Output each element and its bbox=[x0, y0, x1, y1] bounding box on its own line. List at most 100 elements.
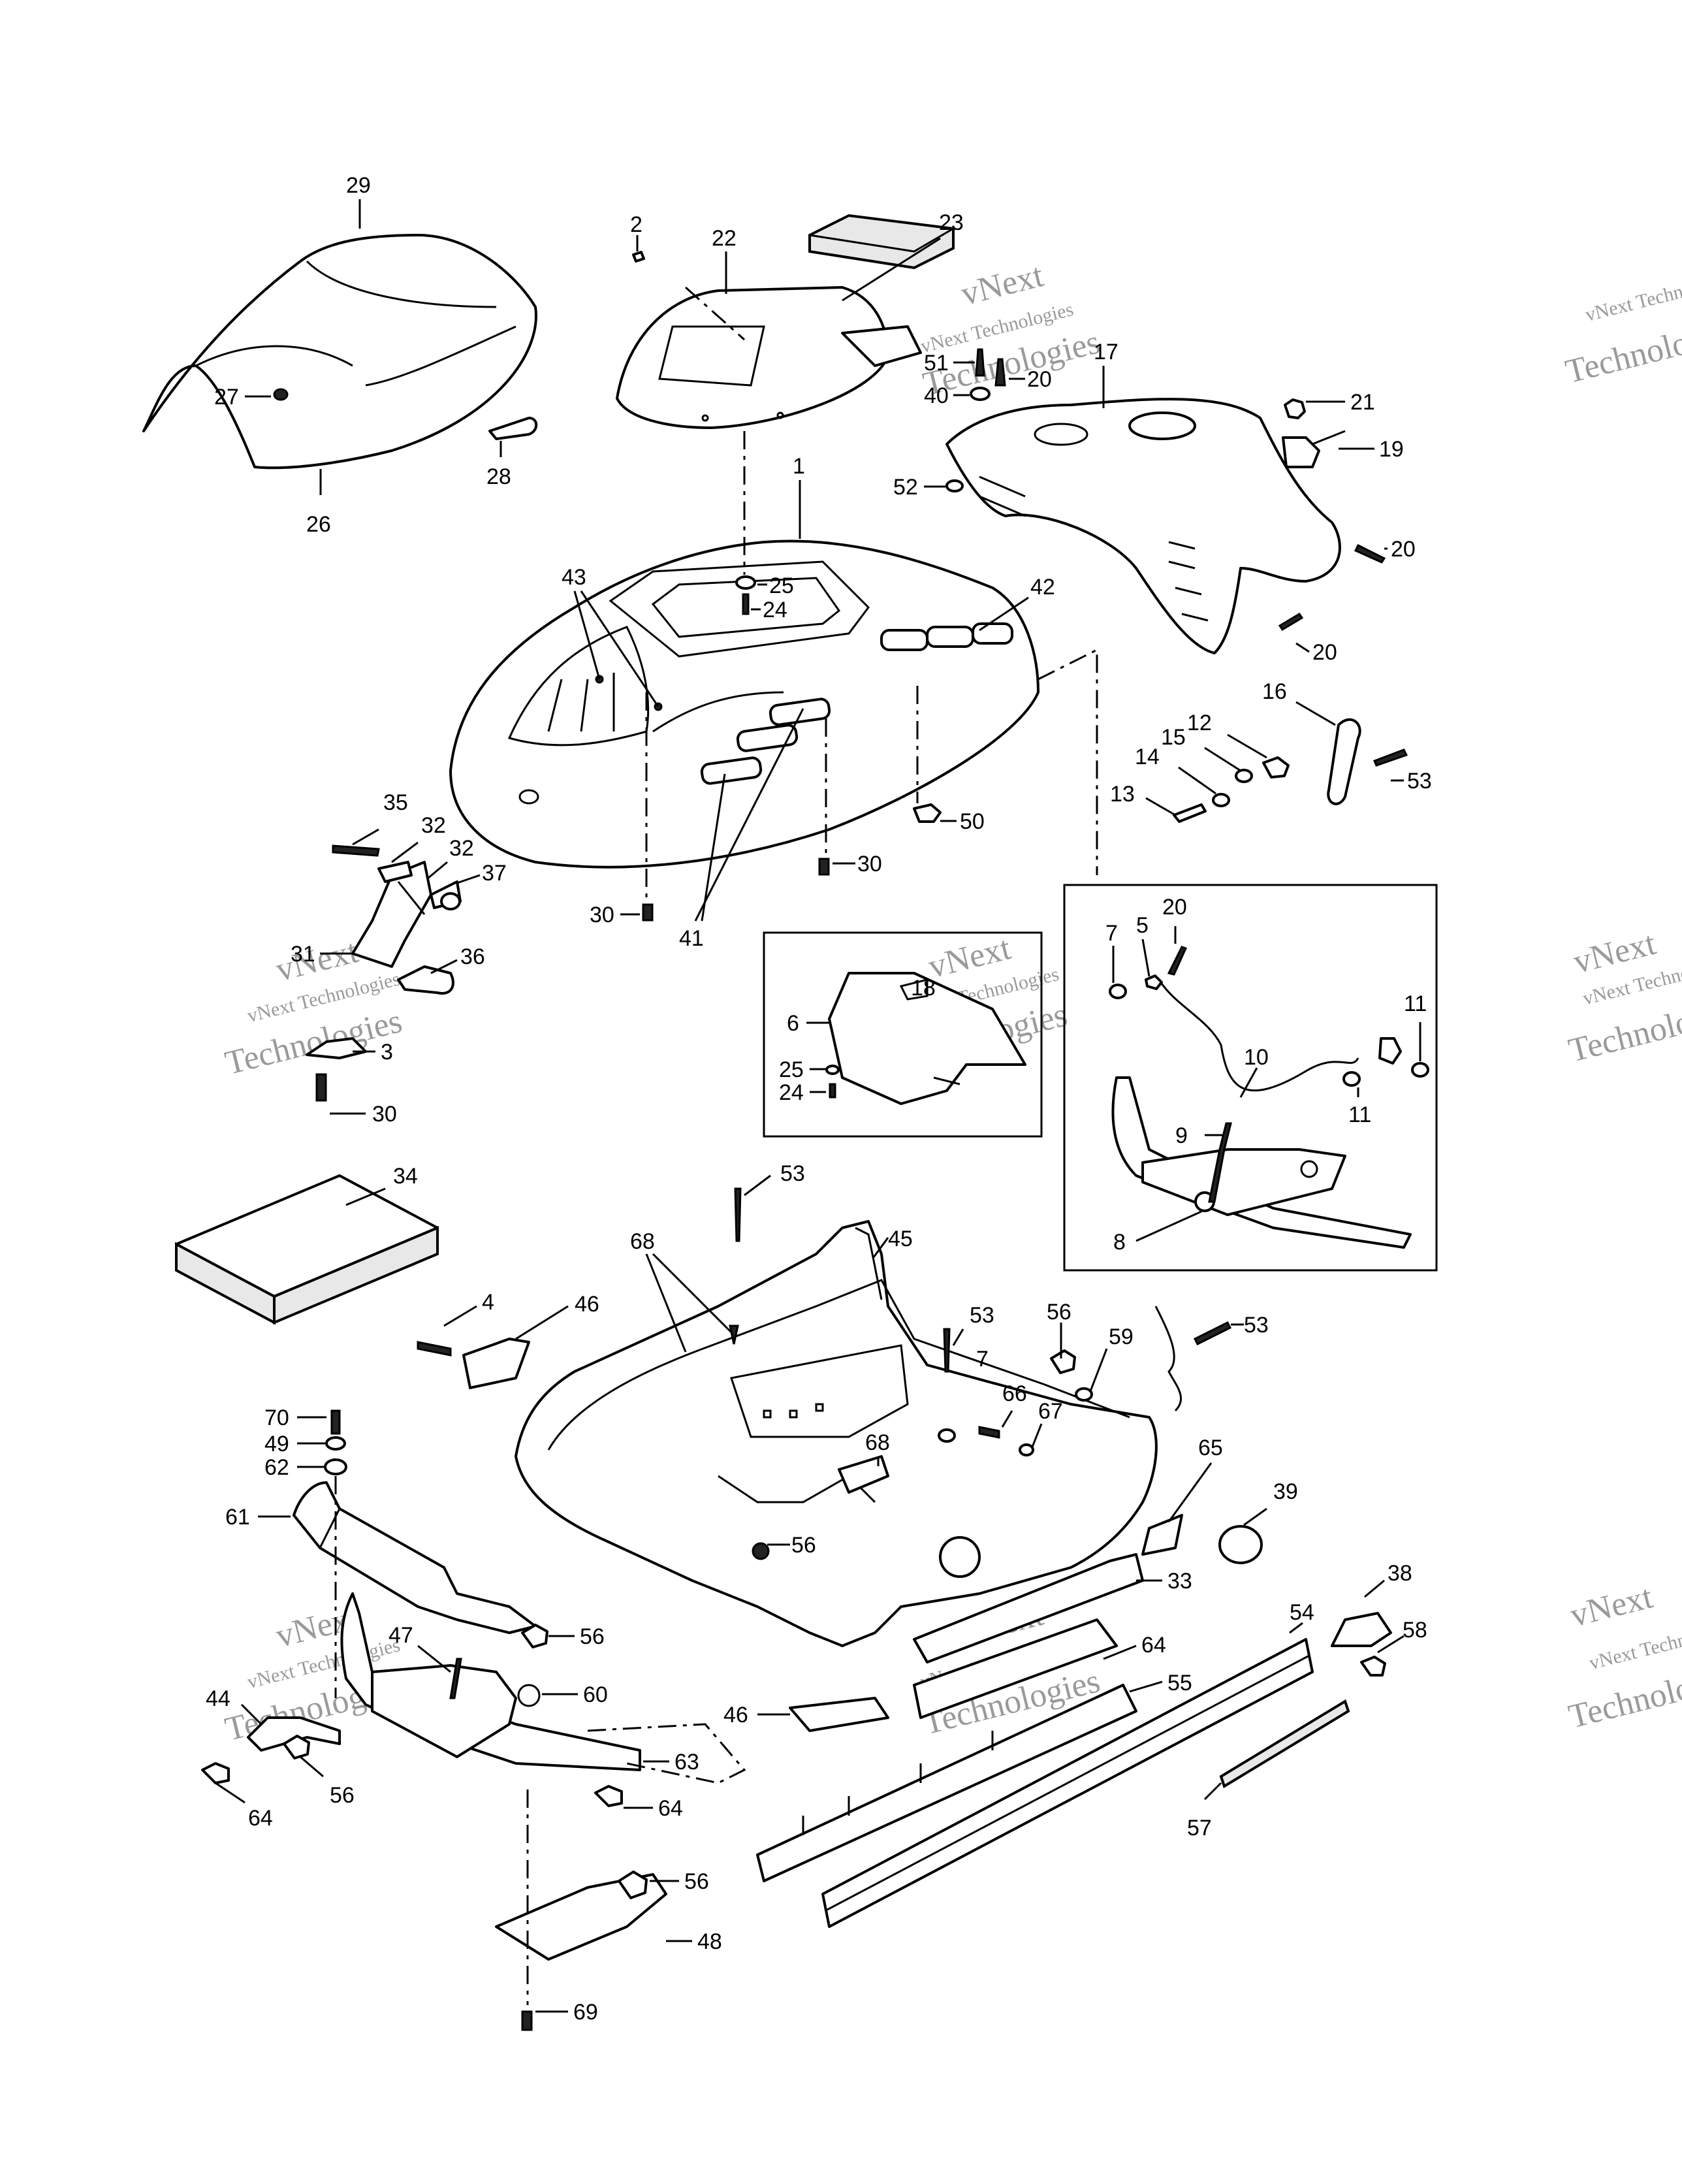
callout-31: 31 bbox=[291, 942, 315, 967]
callout-6: 6 bbox=[787, 1011, 799, 1036]
watermark-line: vNext Technologies bbox=[1583, 267, 1682, 326]
callout-9: 9 bbox=[1175, 1123, 1188, 1148]
washer-15-part bbox=[1235, 769, 1253, 783]
washer-52-part bbox=[945, 479, 964, 492]
clamp-3-part bbox=[306, 1037, 367, 1059]
callout-29: 29 bbox=[346, 173, 371, 198]
nut-11b-part bbox=[1342, 1071, 1361, 1087]
callout-20: 20 bbox=[1027, 367, 1052, 392]
runner-54-part bbox=[821, 1638, 1314, 1928]
callout-20c: 20 bbox=[1312, 640, 1337, 665]
foam-pad-part bbox=[175, 1174, 439, 1325]
guide-line bbox=[1038, 648, 1098, 875]
callout-56e: 56 bbox=[684, 1869, 709, 1894]
bolt-70-part bbox=[330, 1409, 341, 1435]
callout-20b: 20 bbox=[1391, 537, 1416, 562]
callout-4: 4 bbox=[482, 1290, 494, 1315]
callout-56c: 56 bbox=[580, 1624, 605, 1649]
callout-47: 47 bbox=[389, 1623, 413, 1648]
hinge-part bbox=[351, 861, 462, 968]
callout-32: 32 bbox=[421, 813, 446, 838]
callout-18: 18 bbox=[911, 976, 936, 1001]
callout-69: 69 bbox=[573, 2000, 598, 2025]
callout-1: 1 bbox=[793, 454, 805, 479]
callout-46: 46 bbox=[575, 1292, 599, 1317]
nut-56b-part bbox=[521, 1624, 548, 1648]
callout-35: 35 bbox=[383, 790, 408, 815]
bolt-35-part bbox=[332, 844, 380, 857]
callout-23: 23 bbox=[939, 210, 964, 235]
bolt-64a-part bbox=[201, 1762, 230, 1784]
callout-30: 30 bbox=[857, 852, 882, 876]
watermark-vnext: vNext bbox=[957, 257, 1047, 313]
clip-20b-part bbox=[1354, 543, 1386, 564]
screw-30a-part bbox=[818, 858, 830, 876]
callout-55: 55 bbox=[1167, 1671, 1192, 1695]
callout-68b: 68 bbox=[865, 1430, 890, 1455]
rivet-53c-part bbox=[943, 1328, 951, 1373]
callout-41: 41 bbox=[679, 926, 704, 951]
callout-56d: 56 bbox=[330, 1783, 355, 1808]
callout-57: 57 bbox=[1187, 1816, 1212, 1840]
callout-49: 49 bbox=[264, 1432, 289, 1456]
callout-17: 17 bbox=[1094, 340, 1119, 364]
nut-11a-part bbox=[1411, 1062, 1429, 1078]
callout-24b: 24 bbox=[779, 1080, 804, 1105]
guide-line bbox=[685, 286, 745, 341]
callout-30b: 30 bbox=[590, 903, 614, 927]
washer-14-part bbox=[1212, 793, 1230, 807]
callout-32b: 32 bbox=[449, 836, 474, 861]
callout-33: 33 bbox=[1167, 1569, 1192, 1594]
watermark-vnext: vNext bbox=[1566, 1578, 1657, 1634]
bolt-13-part bbox=[1173, 803, 1207, 823]
bolt-58-part bbox=[1360, 1656, 1386, 1677]
clip-20a-part bbox=[994, 358, 1006, 387]
watermark-technologies: Technologies bbox=[1565, 1656, 1682, 1736]
foam-strip-part bbox=[808, 214, 955, 270]
bracket-44-part bbox=[247, 1716, 341, 1752]
callout-22: 22 bbox=[712, 226, 737, 251]
washer-49-part bbox=[325, 1436, 346, 1451]
callout-2: 2 bbox=[630, 212, 643, 237]
callout-3: 3 bbox=[381, 1040, 393, 1065]
grab-handle-38-part bbox=[1331, 1612, 1392, 1647]
detail-box-bumper bbox=[1063, 884, 1438, 1272]
callout-53: 53 bbox=[1407, 769, 1432, 794]
bracket-18-part bbox=[828, 972, 1026, 1105]
callout-5: 5 bbox=[1136, 913, 1149, 938]
screw-24b-part bbox=[829, 1083, 836, 1099]
nut-56d-part bbox=[618, 1871, 648, 1899]
callout-8: 8 bbox=[1113, 1230, 1126, 1255]
washer-7-part bbox=[938, 1428, 956, 1443]
callout-27: 27 bbox=[214, 385, 239, 410]
nut-7-part bbox=[1109, 984, 1127, 999]
callout-63: 63 bbox=[674, 1750, 699, 1774]
console-part bbox=[945, 398, 1341, 654]
bracket-16-part bbox=[1327, 718, 1361, 805]
callout-58: 58 bbox=[1403, 1618, 1427, 1643]
callout-38: 38 bbox=[1388, 1561, 1412, 1586]
callout-53c: 53 bbox=[970, 1303, 994, 1328]
clip-20c-part bbox=[1278, 612, 1304, 632]
callout-28: 28 bbox=[486, 464, 511, 489]
detail-box-bracket bbox=[763, 931, 1043, 1138]
screw-69-part bbox=[521, 2010, 533, 2031]
callout-64: 64 bbox=[248, 1806, 273, 1831]
bolt-64b-part bbox=[594, 1785, 623, 1807]
hood-part bbox=[449, 539, 1039, 869]
callout-50: 50 bbox=[960, 809, 985, 834]
callout-20d: 20 bbox=[1162, 895, 1187, 920]
callout-46b: 46 bbox=[723, 1703, 748, 1727]
callout-13: 13 bbox=[1110, 782, 1135, 807]
callout-66: 66 bbox=[1002, 1381, 1027, 1406]
nut-56c-part bbox=[283, 1735, 310, 1759]
callout-39: 39 bbox=[1273, 1479, 1298, 1504]
rivet-51-part bbox=[975, 348, 985, 377]
washer-40-part bbox=[970, 387, 991, 401]
strap-9-part bbox=[1208, 1122, 1232, 1203]
rail-64-part bbox=[913, 1618, 1118, 1719]
callout-48: 48 bbox=[697, 1929, 722, 1954]
callout-43: 43 bbox=[562, 565, 586, 590]
callout-52: 52 bbox=[893, 475, 918, 500]
